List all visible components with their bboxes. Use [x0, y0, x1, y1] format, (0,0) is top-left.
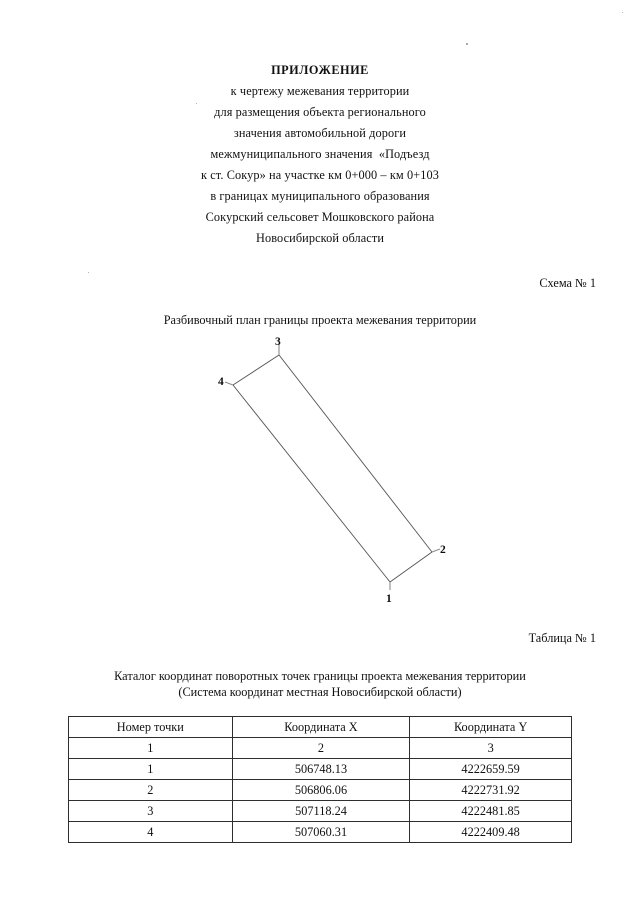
table-row: 3 507118.24 4222481.85: [68, 800, 572, 822]
table-row: 2 506806.06 4222731.92: [68, 779, 572, 801]
scan-speckle: [365, 68, 367, 70]
header-line-4: значения автомобильной дороги: [233, 126, 407, 140]
header-line-3: для размещения объекта регионального: [214, 105, 426, 119]
scan-speckle: [88, 272, 90, 274]
table-header-point-number: Номер точки: [68, 716, 233, 738]
column-number-1: 1: [68, 737, 233, 759]
boundary-polygon-svg: [224, 344, 441, 590]
vertex-label-3: 3: [275, 336, 281, 348]
header-line-6: к ст. Сокур» на участке км 0+000 – км 0+…: [200, 168, 440, 182]
header-line-5: межмуниципального значения «Подъезд: [210, 147, 430, 161]
table-header-coordinate-x: Координата X: [231, 716, 411, 738]
scan-speckle: [622, 12, 624, 14]
catalog-title-line-1: Каталог координат поворотных точек грани…: [114, 669, 526, 683]
vertex-label-1: 1: [386, 593, 392, 605]
cell-coordinate-y: 4222731.92: [409, 779, 572, 801]
cell-coordinate-y: 4222481.85: [409, 800, 572, 822]
document-header: ПРИЛОЖЕНИЕ к чертежу межевания территори…: [0, 60, 640, 249]
cell-coordinate-y: 4222659.59: [409, 758, 572, 780]
cell-point-number: 2: [68, 779, 233, 801]
cell-point-number: 1: [68, 758, 233, 780]
plan-title: Разбивочный план границы проекта межеван…: [163, 313, 477, 327]
table-number-caption: Таблица № 1: [528, 631, 596, 645]
header-line-2: к чертежу межевания территории: [230, 84, 410, 98]
vertex-label-2: 2: [440, 544, 446, 556]
table-column-number-row: 1 2 3: [68, 737, 572, 759]
cell-coordinate-y: 4222409.48: [409, 821, 572, 843]
table-row: 4 507060.31 4222409.48: [68, 821, 572, 843]
column-number-2: 2: [231, 737, 411, 759]
column-number-3: 3: [409, 737, 572, 759]
boundary-plan-figure: 1 2 3 4: [190, 330, 480, 620]
boundary-polygon: [232, 354, 433, 583]
cell-coordinate-x: 507118.24: [231, 800, 411, 822]
scheme-number-caption: Схема № 1: [539, 276, 596, 290]
header-line-9: Новосибирской области: [255, 231, 385, 245]
cell-coordinate-x: 507060.31: [231, 821, 411, 843]
header-line-1: ПРИЛОЖЕНИЕ: [271, 63, 369, 77]
catalog-title-line-2: (Система координат местная Новосибирской…: [178, 685, 462, 699]
cell-coordinate-x: 506748.13: [231, 758, 411, 780]
table-header-coordinate-y: Координата Y: [409, 716, 572, 738]
table-header-row: Номер точки Координата X Координата Y: [68, 716, 572, 738]
scan-speckle: [466, 43, 468, 45]
vertex-2-leader: [431, 548, 441, 553]
table-row: 1 506748.13 4222659.59: [68, 758, 572, 780]
vertex-label-4: 4: [218, 376, 224, 388]
coordinate-table-wrapper: Номер точки Координата X Координата Y 1 …: [68, 716, 572, 843]
cell-point-number: 4: [68, 821, 233, 843]
cell-point-number: 3: [68, 800, 233, 822]
coordinate-table: Номер точки Координата X Координата Y 1 …: [68, 716, 572, 843]
header-line-8: Сокурский сельсовет Мошковского района: [205, 210, 435, 224]
vertex-4-leader: [224, 381, 234, 386]
header-line-7: в границах муниципального образования: [210, 189, 430, 203]
scan-speckle: [196, 103, 198, 105]
catalog-title: Каталог координат поворотных точек грани…: [0, 668, 640, 700]
scan-speckle: [296, 239, 298, 241]
cell-coordinate-x: 506806.06: [231, 779, 411, 801]
